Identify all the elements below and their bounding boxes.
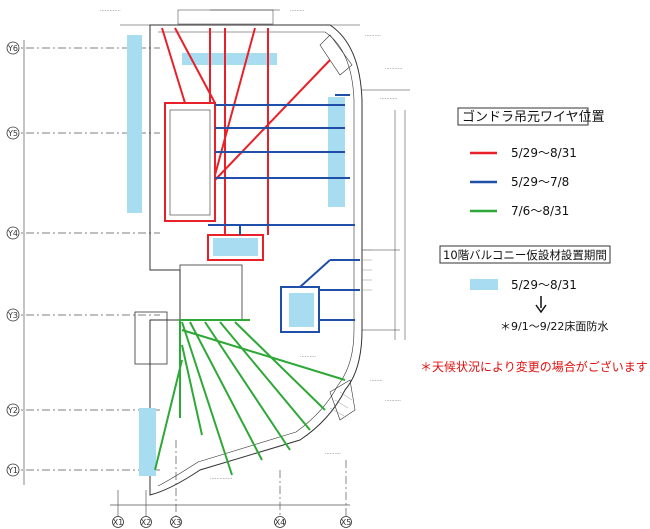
left-grid-bubbles: Y6 Y5 Y4 Y3 Y2 Y1: [6, 41, 20, 477]
green-wire: [219, 321, 311, 431]
green-wire: [181, 321, 233, 476]
legend-title: ゴンドラ吊元ワイヤ位置: [462, 109, 605, 125]
svg-text:···········: ···········: [380, 96, 398, 102]
svg-text:········: ········: [370, 378, 383, 384]
grid-bubble: [274, 516, 286, 528]
legend: ゴンドラ吊元ワイヤ位置 5/29～8/31 5/29～7/8 7/6～8/31 …: [439, 107, 611, 333]
red-wire-group: [161, 27, 331, 261]
core-room: [169, 109, 211, 216]
red-wire: [214, 59, 331, 181]
grid-bubble: [6, 41, 20, 55]
grid-bubble: [6, 308, 20, 322]
green-wire: [189, 321, 263, 461]
balcony-title-box: [439, 245, 611, 264]
grid-label-y5: Y5: [7, 129, 18, 138]
balcony-area: [139, 408, 156, 476]
green-wire-group: [154, 319, 346, 476]
svg-text:··········: ··········: [385, 398, 401, 404]
svg-text:·············: ·············: [100, 8, 121, 14]
legend-label-balcony: 5/29～8/31: [511, 278, 577, 292]
green-wire: [181, 329, 346, 381]
green-wire: [154, 359, 183, 471]
grid-bubble: [340, 516, 352, 528]
blue-wire: [299, 259, 331, 288]
grid-bubble: [170, 516, 182, 528]
green-wire: [234, 321, 326, 411]
balcony-area: [213, 238, 258, 256]
legend-swatch-balcony: [470, 279, 498, 290]
legend-label-blue: 5/29～7/8: [511, 175, 569, 189]
svg-text:··········: ··········: [300, 354, 316, 360]
grid-label-y2: Y2: [7, 406, 18, 415]
grid-label-y3: Y3: [7, 311, 18, 320]
building-outline: [120, 9, 410, 496]
balcony-area: [289, 293, 314, 327]
grid-bubble: [6, 226, 20, 240]
grid-bubble: [6, 126, 20, 140]
waterproof-note: ＊9/1～9/22床面防水: [500, 319, 608, 333]
grid-label-x2: X2: [141, 518, 152, 527]
grid-bubble: [140, 516, 152, 528]
bottom-grid-bubbles: X1 X2 X3 X4 X5: [112, 516, 352, 528]
svg-text:··········: ··········: [325, 451, 341, 457]
grid-label-x5: X5: [341, 518, 352, 527]
grid-label-x4: X4: [275, 518, 286, 527]
legend-label-green: 7/6～8/31: [511, 204, 569, 218]
balcony-title: 10階バルコニー仮設材設置期間: [443, 248, 607, 262]
grid-bubble: [112, 516, 124, 528]
red-wire: [214, 27, 256, 176]
grid-label-x3: X3: [171, 518, 182, 527]
green-wire: [181, 344, 203, 436]
svg-text:·········: ·········: [290, 8, 305, 14]
svg-text:··············: ··············: [210, 476, 233, 482]
green-frame: [179, 319, 250, 418]
legend-title-box: [457, 107, 589, 126]
balcony-area: [182, 53, 277, 65]
red-frame-small: [207, 234, 264, 261]
svg-text:··········: ··········: [365, 33, 381, 39]
red-wire: [161, 27, 186, 104]
weather-warning: ＊天候状況により変更の場合がございます: [420, 359, 648, 374]
svg-text:···········: ···········: [385, 66, 403, 72]
blue-wire-group: [208, 94, 360, 333]
legend-label-red: 5/29～8/31: [511, 146, 577, 160]
red-wire: [174, 27, 216, 104]
grid-label-y6: Y6: [7, 44, 18, 53]
green-wire: [204, 321, 291, 451]
grid-bubble: [6, 403, 20, 417]
grid-label-y4: Y4: [7, 229, 18, 238]
wall-hatching: [329, 249, 372, 417]
grid-bubble: [6, 463, 20, 477]
red-frame-main: [164, 102, 216, 222]
grid-label-x1: X1: [113, 518, 124, 527]
tiny-annotations: ············· ········· ·········· ·····…: [100, 8, 403, 482]
grid-label-y1: Y1: [7, 466, 18, 475]
balcony-area: [127, 35, 142, 213]
down-arrow-head-icon: [535, 304, 547, 314]
